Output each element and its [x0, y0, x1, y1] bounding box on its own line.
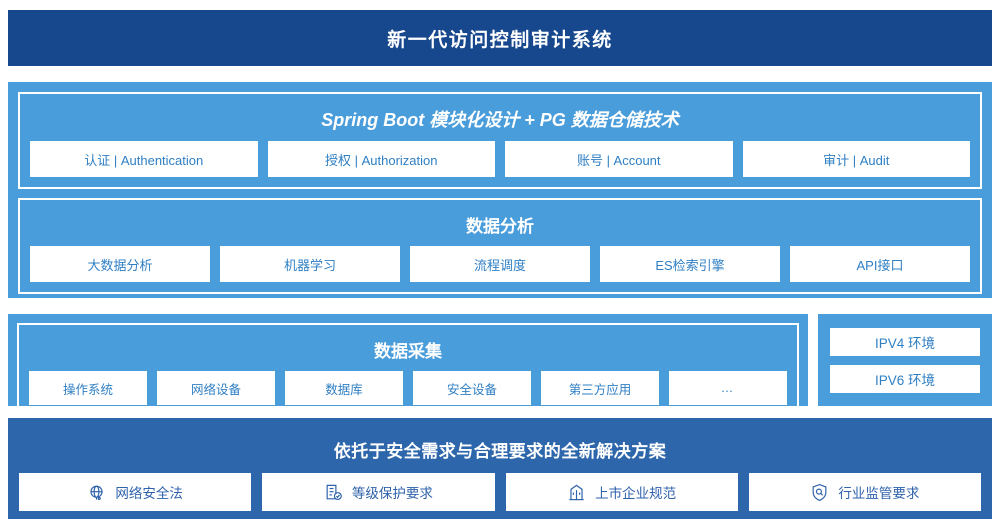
collection-chip-network-device[interactable]: 网络设备: [157, 371, 275, 405]
architecture-band: Spring Boot 模块化设计 + PG 数据仓储技术 认证 | Authe…: [8, 82, 992, 298]
compliance-title: 依托于安全需求与合理要求的全新解决方案: [333, 442, 667, 461]
compliance-chip-cybersecurity-law[interactable]: 网络安全法: [19, 473, 252, 511]
page-title: 新一代访问控制审计系统: [387, 29, 613, 51]
compliance-chip-label: 网络安全法: [115, 486, 183, 501]
compliance-chip-listed-company-standard[interactable]: 上市企业规范: [505, 473, 738, 511]
document-check-icon: [324, 483, 343, 502]
analysis-panel: 数据分析 大数据分析 机器学习 流程调度 ES检索引擎 API接口: [18, 198, 982, 294]
page-header: 新一代访问控制审计系统: [8, 10, 992, 66]
platform-chip-row: 认证 | Authentication 授权 | Authorization 账…: [30, 141, 970, 177]
platform-chip-authorization[interactable]: 授权 | Authorization: [267, 141, 495, 177]
analysis-chip-api[interactable]: API接口: [790, 246, 970, 282]
collection-chip-security-device[interactable]: 安全设备: [413, 371, 531, 405]
collection-chip-more[interactable]: …: [669, 371, 787, 405]
globe-icon: [87, 483, 106, 502]
environment-chip-ipv4[interactable]: IPV4 环境: [830, 327, 980, 356]
collection-chip-row: 操作系统 网络设备 数据库 安全设备 第三方应用 …: [29, 371, 787, 405]
shield-search-icon: [810, 483, 829, 502]
compliance-chip-row: 网络安全法 等级保护要求: [17, 473, 983, 511]
collection-panel-title: 数据采集: [374, 342, 442, 361]
compliance-band: 依托于安全需求与合理要求的全新解决方案 网络安全法: [8, 418, 992, 519]
analysis-chip-process-scheduling[interactable]: 流程调度: [410, 246, 590, 282]
collection-chip-database[interactable]: 数据库: [285, 371, 403, 405]
collection-panel: 数据采集 操作系统 网络设备 数据库 安全设备 第三方应用 …: [17, 323, 799, 417]
platform-panel: Spring Boot 模块化设计 + PG 数据仓储技术 认证 | Authe…: [18, 92, 982, 189]
compliance-chip-label: 行业监管要求: [838, 486, 920, 501]
analysis-chip-es-search[interactable]: ES检索引擎: [600, 246, 780, 282]
analysis-chip-bigdata[interactable]: 大数据分析: [30, 246, 210, 282]
building-icon: [567, 483, 586, 502]
collection-chip-third-party-app[interactable]: 第三方应用: [541, 371, 659, 405]
compliance-chip-label: 上市企业规范: [595, 486, 677, 501]
platform-chip-authentication[interactable]: 认证 | Authentication: [30, 141, 258, 177]
platform-panel-title: Spring Boot 模块化设计 + PG 数据仓储技术: [321, 110, 679, 130]
collection-band: 数据采集 操作系统 网络设备 数据库 安全设备 第三方应用 …: [8, 314, 808, 417]
collection-chip-operating-system[interactable]: 操作系统: [29, 371, 147, 405]
environment-chip-ipv6[interactable]: IPV6 环境: [830, 364, 980, 393]
compliance-chip-industry-regulation[interactable]: 行业监管要求: [748, 473, 981, 511]
compliance-chip-label: 等级保护要求: [351, 486, 433, 501]
analysis-chip-machine-learning[interactable]: 机器学习: [220, 246, 400, 282]
analysis-chip-row: 大数据分析 机器学习 流程调度 ES检索引擎 API接口: [30, 246, 970, 282]
compliance-chip-classified-protection[interactable]: 等级保护要求: [262, 473, 495, 511]
platform-chip-audit[interactable]: 审计 | Audit: [742, 141, 970, 177]
environment-band: IPV4 环境 IPV6 环境: [818, 314, 992, 406]
analysis-panel-title: 数据分析: [466, 217, 534, 236]
platform-chip-account[interactable]: 账号 | Account: [505, 141, 733, 177]
